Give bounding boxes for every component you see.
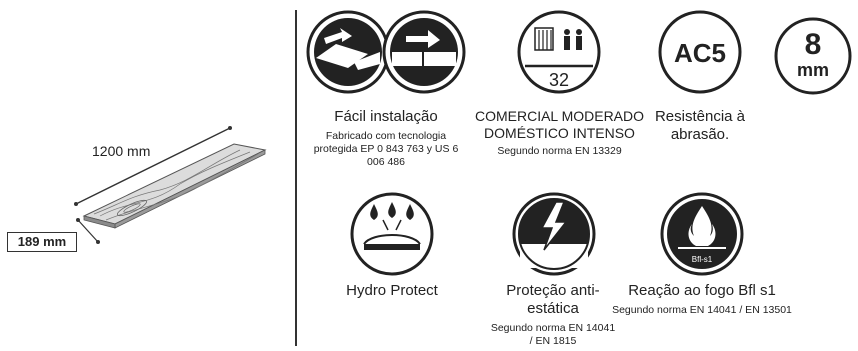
hydro-caption: Hydro Protect — [342, 282, 442, 300]
fire-reaction-icon: Bfl-s1 — [660, 192, 744, 276]
thickness-icon: 8 mm — [773, 16, 853, 96]
svg-text:Bfl-s1: Bfl-s1 — [692, 255, 713, 264]
antistatic-subtitle: Segundo norma EN 14041 / EN 1815 — [490, 322, 616, 348]
fire-caption: Reação ao fogo Bfl s1 Segundo norma EN 1… — [612, 282, 792, 317]
hydro-protect-icon — [350, 192, 434, 276]
hydro-title: Hydro Protect — [346, 282, 438, 299]
click-install-icon — [306, 10, 466, 94]
svg-text:32: 32 — [549, 70, 569, 90]
vertical-divider — [295, 10, 297, 346]
anti-static-icon — [512, 192, 596, 276]
usage-caption: COMERCIAL MODERADO DOMÉSTICO INTENSO Seg… — [472, 108, 647, 158]
fire-subtitle: Segundo norma EN 14041 / EN 13501 — [612, 304, 792, 316]
plank-illustration — [70, 120, 280, 250]
svg-text:8: 8 — [805, 28, 822, 61]
fire-title: Reação ao fogo Bfl s1 — [628, 282, 776, 299]
antistatic-caption: Proteção anti-estática Segundo norma EN … — [488, 282, 618, 348]
usage-class-icon: 32 — [517, 10, 601, 94]
svg-text:AC5: AC5 — [674, 38, 726, 68]
abrasion-caption: Resistência à abrasão. — [650, 108, 750, 144]
installation-caption: Fácil instalação Fabricado com tecnologi… — [311, 108, 461, 169]
abrasion-title: Resistência à abrasão. — [654, 108, 746, 143]
abrasion-ac5-icon: AC5 — [658, 10, 742, 94]
plank-width-label: 189 mm — [7, 232, 77, 252]
svg-text:mm: mm — [797, 60, 829, 80]
usage-title: COMERCIAL MODERADO DOMÉSTICO INTENSO — [474, 108, 645, 141]
antistatic-title: Proteção anti-estática — [506, 282, 600, 317]
usage-subtitle: Segundo norma EN 13329 — [497, 144, 622, 157]
plank-length-label: 1200 mm — [92, 143, 151, 159]
installation-title: Fácil instalação — [334, 108, 438, 125]
installation-subtitle: Fabricado com tecnologia protegida EP 0 … — [313, 130, 459, 169]
